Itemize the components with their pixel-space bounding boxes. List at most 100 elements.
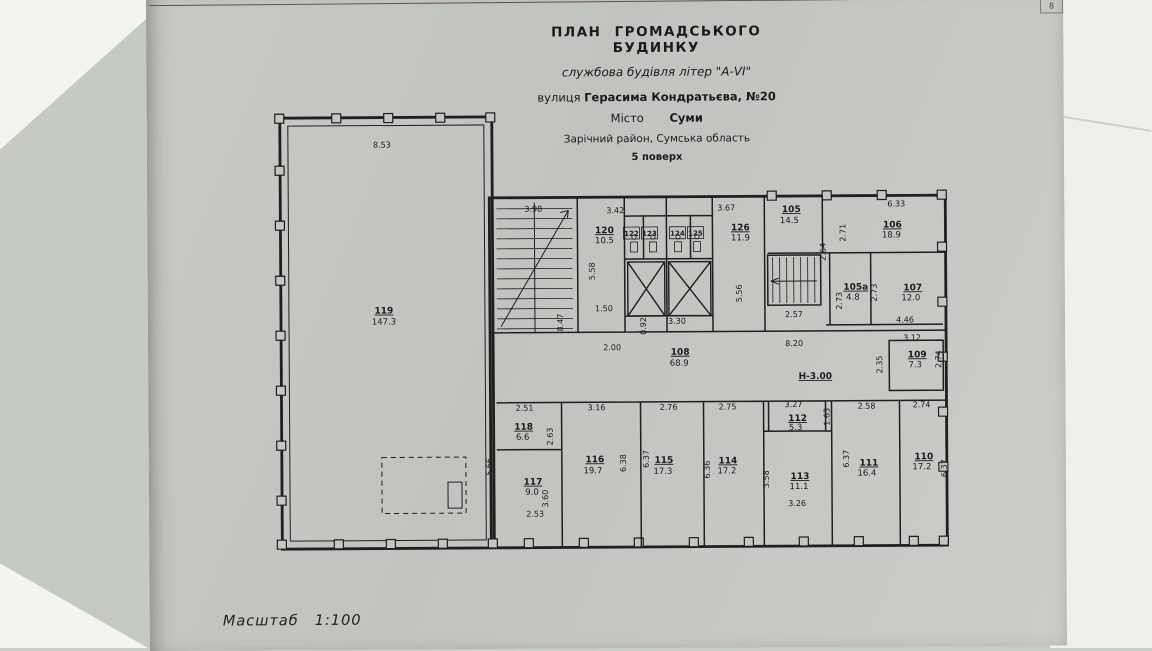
svg-text:125: 125 [688, 230, 703, 238]
room-label-119: 119 147.3 [372, 306, 396, 327]
dashed-outline [382, 457, 466, 514]
svg-text:17.2: 17.2 [912, 462, 931, 472]
room-label-111: 111 16.4 [857, 459, 878, 479]
dim-label: 3.12 [903, 333, 921, 342]
dim-label: 3.42 [606, 206, 624, 215]
wall-pillars [275, 110, 949, 549]
dim-label: 8.20 [785, 339, 803, 348]
room-label-box [669, 227, 685, 239]
dim-label: 8.53 [373, 141, 391, 150]
room-label-116: 116 19.7 [583, 455, 604, 476]
dim-label: 3.60 [541, 490, 550, 508]
svg-text:118: 118 [514, 423, 533, 433]
svg-text:112: 112 [788, 414, 807, 424]
room-label-106: 106 18.9 [882, 220, 902, 240]
svg-text:119: 119 [374, 306, 393, 316]
dim-label: 8.47 [556, 314, 565, 332]
svg-text:124: 124 [670, 230, 685, 238]
dim-label: 3.67 [717, 203, 735, 212]
svg-text:106: 106 [883, 220, 902, 230]
svg-text:108: 108 [671, 348, 690, 358]
room-label-123: 123 [641, 227, 657, 239]
svg-text:126: 126 [731, 223, 750, 233]
dim-label: 2.58 [858, 402, 876, 411]
dim-label: 2.71 [838, 224, 847, 242]
room-label-107: 107 12.0 [901, 283, 922, 303]
underlying-sheet-edge [1050, 0, 1152, 648]
dim-label: 6.37 [642, 450, 651, 468]
stairs-left-icon [496, 202, 573, 332]
room-label-124: 124 [669, 227, 685, 239]
svg-text:110: 110 [914, 452, 933, 462]
room-label-126: 126 11.9 [731, 223, 750, 243]
room-label-114: 114 17.2 [717, 456, 737, 476]
corridor-height-mark: Н-3.00 [799, 372, 833, 382]
dimension-labels: 8.53 3.98 3.42 3.67 6.33 5.58 8.47 1.50 … [373, 141, 949, 519]
dim-label: 2.63 [546, 428, 555, 446]
svg-text:105: 105 [782, 205, 801, 215]
room-label-box [623, 227, 639, 239]
svg-text:6.6: 6.6 [516, 433, 530, 443]
dim-label: 2.51 [516, 404, 534, 413]
dim-label: 4.46 [896, 315, 914, 324]
svg-text:147.3: 147.3 [372, 317, 396, 327]
room-label-108: 108 68.9 [670, 348, 690, 369]
svg-text:107: 107 [903, 283, 922, 293]
room-label-113: 113 11.1 [790, 472, 810, 492]
dim-label: 5.56 [735, 284, 744, 302]
stairs-right-icon [771, 257, 817, 303]
dim-label: 2.57 [785, 310, 803, 319]
svg-text:19.7: 19.7 [583, 466, 602, 476]
dim-label: 2.73 [870, 284, 879, 302]
room-label-125: 125 [687, 227, 703, 239]
svg-text:9.0: 9.0 [525, 488, 539, 498]
dim-label: 0.92 [639, 317, 648, 335]
room-label-box [641, 227, 657, 239]
dim-label: 3.58 [762, 470, 771, 488]
svg-text:123: 123 [642, 230, 657, 238]
svg-text:4.8: 4.8 [846, 293, 860, 303]
dim-label: 5.66 [485, 458, 494, 476]
dim-label: 2.74 [934, 350, 943, 368]
svg-text:14.5: 14.5 [780, 216, 799, 226]
room-label-box [687, 227, 703, 239]
inner-walls [489, 195, 947, 548]
dim-label: 1.63 [823, 408, 832, 426]
dim-label: 5.58 [588, 262, 597, 280]
room-label-112: 112 5.3 [788, 414, 807, 433]
svg-text:16.4: 16.4 [857, 469, 876, 479]
dim-label: 2.76 [660, 403, 678, 412]
room-labels: 119 147.3 120 10.5 122 123 124 [372, 205, 933, 498]
room-label-120: 120 10.5 [595, 226, 614, 246]
backdrop-corner-top-left [0, 0, 154, 150]
floor-plan-drawing: 8.53 3.98 3.42 3.67 6.33 5.58 8.47 1.50 … [147, 0, 1067, 645]
svg-text:11.1: 11.1 [790, 482, 809, 492]
dim-label: 3.16 [588, 403, 606, 412]
svg-text:113: 113 [791, 472, 810, 482]
scale-value: 1:100 [314, 612, 362, 629]
svg-text:17.3: 17.3 [653, 467, 672, 477]
floor-plan-sheet: 8 ПЛАН ГРОМАДСЬКОГО БУДИНКУ службова буд… [146, 0, 1067, 651]
dim-label: 6.36 [703, 461, 712, 479]
svg-text:12.0: 12.0 [901, 293, 920, 303]
svg-text:109: 109 [908, 350, 927, 360]
dim-label: 3.27 [785, 400, 803, 409]
dim-label: 3.26 [788, 499, 806, 508]
room-label-117: 117 9.0 [524, 478, 543, 498]
room-label-115: 115 17.3 [653, 456, 673, 477]
svg-text:5.3: 5.3 [789, 423, 803, 433]
room-label-118: 118 6.6 [514, 423, 533, 443]
elevator-shafts-icon [628, 262, 711, 317]
room-label-105: 105 14.5 [780, 205, 801, 226]
dim-label: 6.37 [842, 450, 851, 468]
dim-label: 1.50 [595, 304, 613, 313]
room-label-109: 109 7.3 [908, 350, 927, 370]
dim-label: 2.35 [875, 356, 884, 374]
dim-label: 6.33 [887, 199, 905, 208]
svg-text:120: 120 [595, 226, 614, 236]
room-label-122: 122 [623, 227, 639, 239]
svg-text:111: 111 [859, 459, 878, 469]
svg-text:114: 114 [718, 456, 737, 466]
